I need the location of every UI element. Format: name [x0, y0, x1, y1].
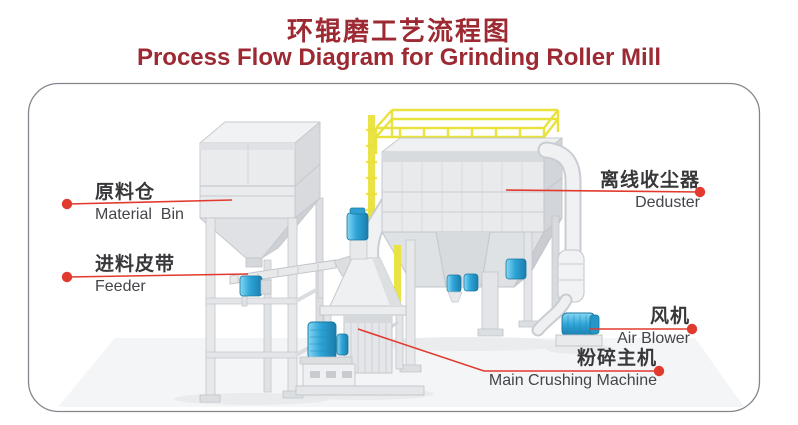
- label-material-bin: 原料仓 Material Bin: [95, 181, 184, 225]
- label-feeder-zh: 进料皮带: [95, 254, 176, 275]
- mill-main-motor: [307, 321, 337, 360]
- main-crushing-machine-graphic: [295, 207, 425, 396]
- label-feeder-en: Feeder: [95, 278, 146, 295]
- label-air-blower-zh: 风机: [649, 306, 690, 327]
- label-main-crushing-machine: 粉碎主机 Main Crushing Machine: [489, 347, 657, 391]
- label-main-crushing-machine-en: Main Crushing Machine: [488, 372, 657, 389]
- air-blower-graphic: [531, 141, 603, 347]
- label-deduster-en: Deduster: [635, 194, 700, 211]
- mill-top-motor: [346, 212, 369, 241]
- page-title-chinese: 环辊磨工艺流程图: [286, 16, 511, 46]
- leader-dot-material-bin: [61, 198, 73, 210]
- leader-dot-feeder: [61, 271, 73, 283]
- leader-dot-deduster: [694, 186, 706, 198]
- leader-line-deduster: [505, 189, 701, 193]
- leader-line-material-bin: [66, 199, 233, 205]
- label-air-blower: 风机 Air Blower: [617, 305, 690, 349]
- leader-dot-main-crushing-machine: [653, 365, 665, 377]
- label-feeder: 进料皮带 Feeder: [95, 253, 175, 297]
- label-air-blower-en: Air Blower: [617, 330, 690, 347]
- leader-dot-air-blower: [686, 323, 698, 335]
- label-material-bin-zh: 原料仓: [95, 182, 156, 203]
- material-bin-graphic: [199, 121, 328, 403]
- leader-line-main-crushing-machine: [357, 328, 659, 372]
- leader-line-feeder: [66, 273, 249, 278]
- silencer-pipe: [557, 249, 585, 303]
- label-material-bin-en: Material Bin: [95, 206, 184, 223]
- label-deduster-zh: 离线收尘器: [599, 170, 700, 191]
- page-title-english: Process Flow Diagram for Grinding Roller…: [136, 44, 662, 71]
- leader-lines: [61, 186, 706, 377]
- label-deduster: 离线收尘器 Deduster: [600, 169, 700, 213]
- label-main-crushing-machine-zh: 粉碎主机: [576, 348, 657, 369]
